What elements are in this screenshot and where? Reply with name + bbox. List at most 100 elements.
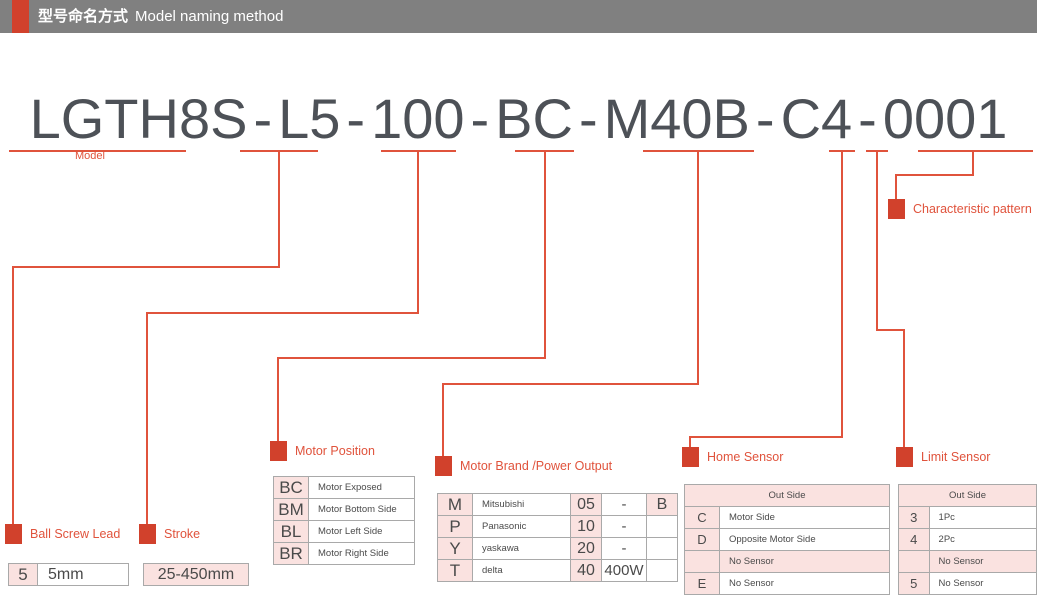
- table-row: D Opposite Motor Side: [684, 528, 890, 551]
- code-dash: -: [858, 87, 877, 150]
- cell-section-header: Out Side: [898, 484, 1037, 507]
- table-section-header-row: Out Side: [898, 484, 1037, 507]
- table-row: Y yaskawa 20 -: [437, 537, 678, 560]
- cell-power-code: 05: [570, 493, 602, 516]
- callout-text: Characteristic pattern: [913, 202, 1032, 216]
- code-dash: -: [253, 87, 273, 150]
- leader-limit-sensor: [876, 151, 905, 447]
- cell-code: BM: [273, 498, 309, 521]
- table-body: 5 5mm: [8, 563, 129, 586]
- cell-code: Y: [437, 537, 473, 560]
- callout-text: Motor Position: [295, 444, 375, 458]
- page-header-bar: 型号命名方式 Model naming method: [0, 0, 1037, 33]
- cell-power-code: 40: [570, 559, 602, 582]
- cell-desc: No Sensor: [928, 572, 1037, 595]
- cell-desc: Motor Right Side: [308, 542, 415, 565]
- table-motor-brand: M Mitsubishi 05 - B P Panasonic 10 - Y y…: [437, 493, 678, 582]
- cell-value: 25-450mm: [143, 563, 249, 586]
- page-title-cn: 型号命名方式: [38, 8, 129, 25]
- code-dash: -: [470, 87, 490, 150]
- code-segment-lead: L5: [278, 87, 341, 150]
- table-home-sensor: Out Side C Motor Side D Opposite Motor S…: [684, 484, 890, 595]
- table-row: 5 5mm: [8, 563, 129, 586]
- cell-brand: yaskawa: [472, 537, 571, 560]
- cell-desc: Opposite Motor Side: [719, 528, 890, 551]
- code-segment-motor-position: BC: [495, 87, 573, 150]
- table-row: BC Motor Exposed: [273, 476, 415, 499]
- header-accent-block: [12, 0, 29, 33]
- cell-code: BR: [273, 542, 309, 565]
- table-body: Out Side 3 1Pc 4 2Pc No Sensor 5 No Sens…: [898, 484, 1037, 595]
- callout-text: Ball Screw Lead: [30, 527, 121, 541]
- cell-code: C: [684, 506, 720, 529]
- callout-home-sensor: Home Sensor: [682, 447, 783, 467]
- leader-stroke: [146, 151, 419, 524]
- callout-ball-screw-lead: Ball Screw Lead: [5, 524, 120, 544]
- cell-section-header: Out Side: [684, 484, 890, 507]
- cell-extra: [646, 515, 678, 538]
- cell-desc: Motor Side: [719, 506, 890, 529]
- cell-power-code: 20: [570, 537, 602, 560]
- code-segment-motor-brand: M40B: [603, 87, 750, 150]
- cell-desc: Motor Exposed: [308, 476, 415, 499]
- cell-code: M: [437, 493, 473, 516]
- marker-square-icon: [5, 524, 22, 544]
- table-body: 25-450mm: [143, 563, 249, 586]
- table-row: 25-450mm: [143, 563, 249, 586]
- code-dash: -: [755, 87, 775, 150]
- code-segment-sensors: C4: [780, 87, 853, 150]
- leader-motor-brand: [442, 151, 699, 456]
- cell-extra: [646, 559, 678, 582]
- table-stroke: 25-450mm: [143, 563, 249, 586]
- code-segment-characteristic: 0001: [882, 87, 1008, 150]
- cell-power: -: [601, 493, 647, 516]
- marker-square-icon: [435, 456, 452, 476]
- callout-text: Home Sensor: [707, 450, 784, 464]
- marker-square-icon: [896, 447, 913, 467]
- callout-text: Limit Sensor: [921, 450, 991, 464]
- cell-code: BL: [273, 520, 309, 543]
- cell-code: 3: [898, 506, 930, 529]
- cell-code: T: [437, 559, 473, 582]
- table-row: 5 No Sensor: [898, 572, 1037, 595]
- table-row: BL Motor Left Side: [273, 520, 415, 543]
- cell-brand: delta: [472, 559, 571, 582]
- cell-desc: Motor Left Side: [308, 520, 415, 543]
- leader-motor-position: [277, 151, 546, 441]
- cell-extra: B: [646, 493, 678, 516]
- cell-section-header: No Sensor: [719, 550, 890, 573]
- marker-square-icon: [270, 441, 287, 461]
- cell-brand: Panasonic: [472, 515, 571, 538]
- page-title-en: Model naming method: [135, 8, 284, 25]
- table-ball-screw-lead: 5 5mm: [8, 563, 129, 586]
- cell-code: 5: [898, 572, 930, 595]
- marker-square-icon: [682, 447, 699, 467]
- cell-desc: 2Pc: [928, 528, 1037, 551]
- code-segment-model: LGTH8S: [29, 87, 248, 150]
- leader-characteristic: [895, 151, 974, 199]
- table-body: M Mitsubishi 05 - B P Panasonic 10 - Y y…: [437, 493, 678, 582]
- cell-desc: 1Pc: [928, 506, 1037, 529]
- cell-power: -: [601, 537, 647, 560]
- table-row: BR Motor Right Side: [273, 542, 415, 565]
- table-body: BC Motor Exposed BM Motor Bottom Side BL…: [273, 476, 415, 565]
- callout-label-model: Model: [75, 150, 105, 162]
- cell-desc: Motor Bottom Side: [308, 498, 415, 521]
- table-row: C Motor Side: [684, 506, 890, 529]
- cell-section-header: No Sensor: [928, 550, 1037, 573]
- callout-text: Motor Brand /Power Output: [460, 459, 613, 473]
- table-row: T delta 40 400W: [437, 559, 678, 582]
- callout-motor-position: Motor Position: [270, 441, 375, 461]
- code-dash: -: [346, 87, 366, 150]
- cell-code: 4: [898, 528, 930, 551]
- table-row: 4 2Pc: [898, 528, 1037, 551]
- code-segment-stroke: 100: [371, 87, 465, 150]
- table-row: BM Motor Bottom Side: [273, 498, 415, 521]
- cell-code: D: [684, 528, 720, 551]
- cell-power: -: [601, 515, 647, 538]
- cell-section-spacer: [898, 550, 930, 573]
- cell-section-spacer: [684, 550, 720, 573]
- model-code-string: LGTH8S-L5-100-BC-M40B-C4-0001: [0, 86, 1037, 151]
- leader-ball-screw-lead: [12, 151, 280, 524]
- callout-characteristic-pattern: Characteristic pattern: [888, 199, 1032, 219]
